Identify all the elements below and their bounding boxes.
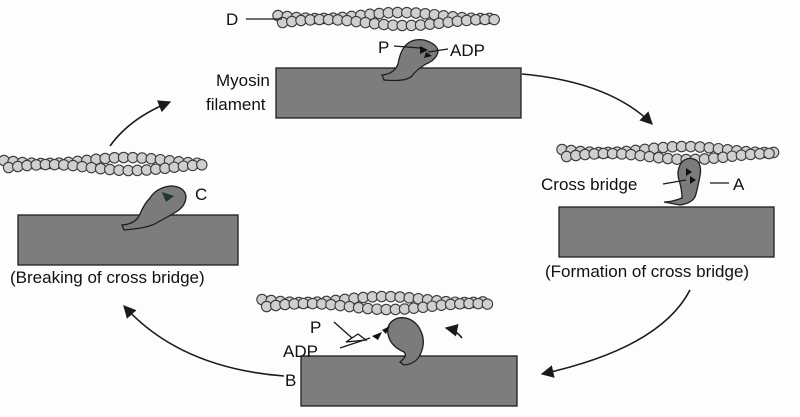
actin-bead — [488, 13, 500, 26]
actin-filament-top — [272, 6, 500, 32]
caption-formation: (Formation of cross bridge) — [545, 262, 749, 281]
label-p-top: P — [378, 38, 389, 57]
myosin-bar-left — [17, 214, 239, 266]
label-cross-bridge: Cross bridge — [541, 175, 637, 194]
leader-line-p-bottom — [333, 321, 353, 339]
actin-filament-bottom — [256, 290, 494, 316]
actin-bead — [763, 147, 775, 160]
actin-bead — [481, 298, 494, 310]
leader-line-adp-bottom — [339, 337, 371, 349]
leader-line-adp-top — [427, 48, 449, 53]
atp-triangle-right-2 — [690, 176, 696, 184]
atp-triangle-left — [162, 192, 174, 202]
label-c: C — [195, 185, 207, 204]
atp-triangle-top-2 — [424, 52, 432, 58]
adp-triangle-bottom-2 — [382, 326, 390, 334]
rotation-arrow-bottom — [444, 323, 463, 339]
label-adp-top: ADP — [450, 41, 485, 60]
cycle-arrow-left-top — [109, 100, 172, 147]
atp-triangle-right — [686, 168, 692, 176]
top-panel: D P ADP Myosin filament — [206, 6, 522, 119]
adp-triangle-bottom — [372, 332, 382, 340]
actin-filament-right — [556, 140, 780, 166]
myosin-head-bottom — [387, 317, 424, 366]
label-p-bottom: P — [310, 318, 321, 337]
label-b: B — [285, 371, 296, 390]
label-myosin: Myosin — [216, 71, 270, 90]
label-a: A — [733, 175, 745, 194]
cycle-arrow-right-bottom — [540, 289, 691, 378]
leader-line-cross-bridge — [662, 179, 687, 185]
actin-filament-left — [0, 151, 208, 177]
myosin-head-right — [663, 157, 702, 206]
leader-line-p-top — [393, 45, 421, 49]
myosin-bar-right — [558, 206, 775, 258]
atp-triangle-top — [420, 46, 428, 54]
caption-breaking: (Breaking of cross bridge) — [10, 268, 205, 287]
cycle-arrow-top-right — [521, 73, 653, 125]
left-panel: C (Breaking of cross bridge) — [0, 151, 239, 287]
label-filament: filament — [206, 95, 266, 114]
actin-bead — [196, 159, 208, 171]
cycle-arrow-bottom-left — [123, 305, 285, 377]
right-panel: Cross bridge A (Formation of cross bridg… — [541, 140, 780, 281]
bottom-panel: P ADP B — [256, 290, 518, 407]
label-adp-bottom: ADP — [283, 342, 318, 361]
label-d: D — [226, 10, 238, 29]
